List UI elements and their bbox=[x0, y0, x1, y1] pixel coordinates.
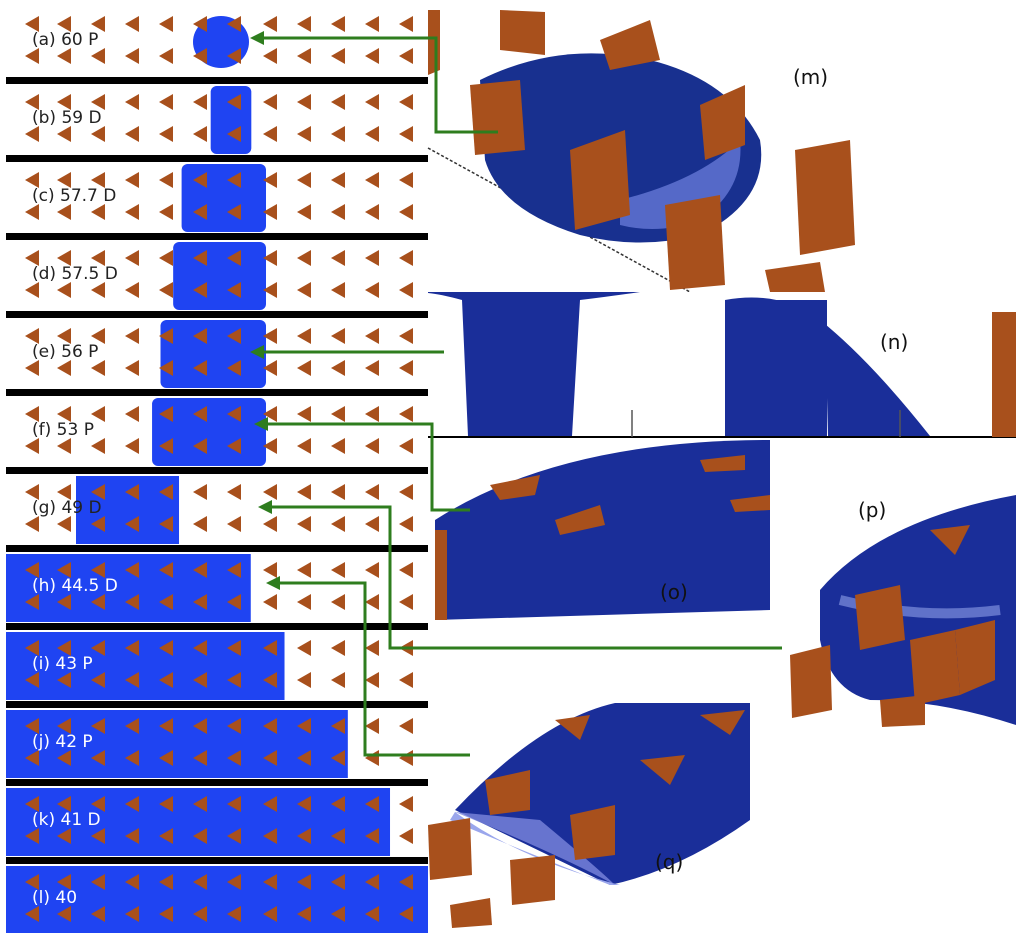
panel-p-label: (p) bbox=[858, 498, 886, 522]
panel-q-rendering bbox=[428, 703, 750, 928]
arrow-m-to-a bbox=[258, 38, 498, 132]
panel-o-rendering bbox=[435, 440, 770, 620]
panel-o-label: (o) bbox=[660, 580, 688, 604]
panel-n-label: (n) bbox=[880, 330, 908, 354]
panel-m-label: (m) bbox=[793, 65, 828, 89]
panel-m-rendering bbox=[428, 10, 855, 292]
panel-p-rendering bbox=[790, 495, 1016, 727]
panel-n-rendering bbox=[428, 292, 1016, 439]
panel-q-label: (q) bbox=[655, 850, 683, 874]
